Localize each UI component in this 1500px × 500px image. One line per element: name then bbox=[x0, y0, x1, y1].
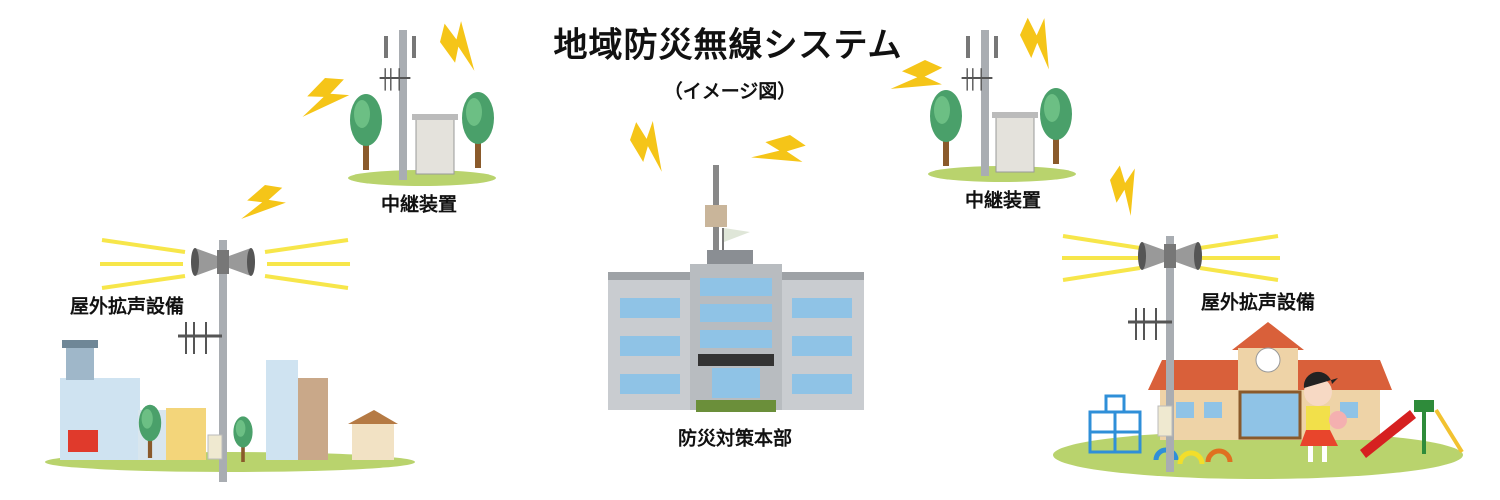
label-speaker-right: 屋外拡声設備 bbox=[1200, 291, 1316, 314]
sound-rays bbox=[100, 234, 1280, 290]
school-scene bbox=[1053, 322, 1464, 479]
relay-station-right bbox=[928, 30, 1076, 182]
bolt-icon bbox=[239, 176, 291, 234]
bolt-icon bbox=[430, 14, 493, 74]
label-relay-left: 中継装置 bbox=[380, 193, 458, 216]
label-relay-right: 中継装置 bbox=[964, 189, 1042, 212]
bolt-icon bbox=[749, 123, 813, 186]
bolt-icon bbox=[619, 113, 683, 174]
diagram-subtitle: （イメージ図） bbox=[663, 80, 797, 103]
label-hq: 防災対策本部 bbox=[677, 427, 793, 450]
hq-building bbox=[608, 165, 864, 412]
speaker-pole-left bbox=[176, 240, 255, 482]
bolt-icon bbox=[1099, 159, 1157, 218]
bolt-icon bbox=[1009, 9, 1073, 72]
relay-station-left bbox=[348, 30, 496, 186]
diagram-title: 地域防災無線システム bbox=[553, 25, 903, 66]
speaker-pole-right bbox=[1126, 236, 1202, 472]
bolt-icon bbox=[300, 69, 354, 130]
child-figure bbox=[1300, 371, 1347, 462]
label-speaker-left: 屋外拡声設備 bbox=[69, 295, 185, 318]
city-scene bbox=[45, 340, 415, 472]
